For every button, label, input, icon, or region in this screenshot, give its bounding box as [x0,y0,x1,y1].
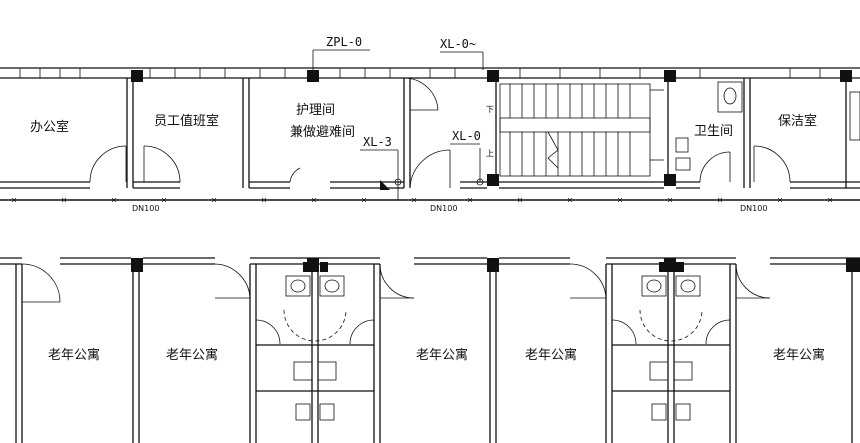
room-label-nursing-refuge: 兼做避难间 [290,125,355,140]
room-label-apartment: 老年公寓 [416,347,468,363]
top-outer-wall [0,67,860,79]
room-label-office: 办公室 [30,119,69,135]
room-label-toilet: 卫生间 [694,124,733,139]
bottom-columns [131,258,860,272]
pipe-size-label: DN100 [430,204,457,213]
riser-tag-xl0: XL-0 [452,129,481,143]
riser-pipes [312,49,484,200]
bathroom-fixtures [283,275,703,421]
riser-tag-zpl: ZPL-0 [326,35,362,49]
room-label-staff-duty: 员工值班室 [154,113,219,129]
top-door-swings [89,77,791,189]
riser-tag-xl3: XL-3 [363,135,392,149]
room-label-cleaning: 保洁室 [778,113,817,129]
room-label-apartment: 老年公寓 [773,347,825,363]
room-label-apartment: 老年公寓 [166,347,218,363]
top-columns [131,70,852,186]
pipe-size-label: DN100 [740,204,767,213]
top-partitions [0,78,860,189]
bath-columns [303,262,684,272]
riser-tag-xl0-top: XL-0~ [440,37,476,51]
top-toilet-fixtures [675,81,860,171]
bottom-partitions [15,264,853,443]
stair-up-mark: 上 [486,149,494,158]
bottom-door-swings [21,263,771,345]
stair-down-mark: 下 [486,105,494,114]
bottom-corridor-wall [0,257,860,265]
room-label-nursing: 护理间 [296,103,335,118]
room-label-apartment: 老年公寓 [525,347,577,363]
stairwell: 下 上 [486,83,664,177]
room-label-apartment: 老年公寓 [48,347,100,363]
pipe-size-label: DN100 [132,204,159,213]
corridor-pipe: DN100 DN100 DN100 [0,197,860,213]
